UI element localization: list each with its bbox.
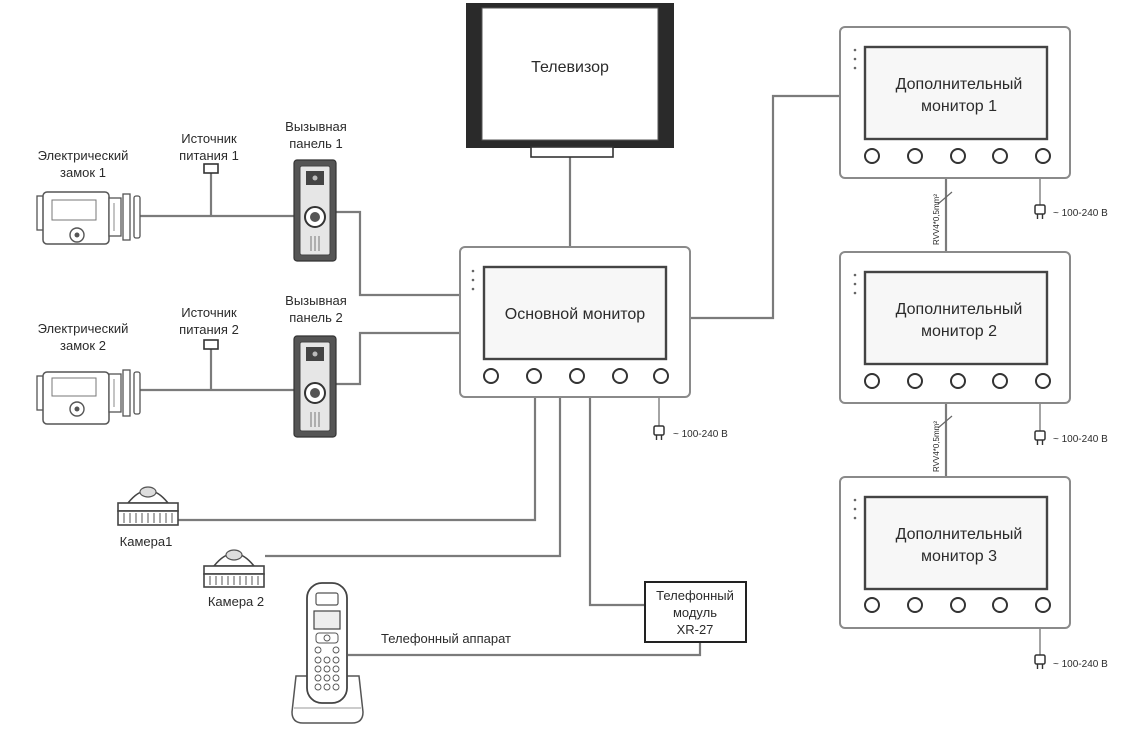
plug-icon — [653, 425, 665, 440]
camera-1-label: Камера1 — [120, 534, 173, 549]
main-monitor-label: Основной монитор — [505, 306, 646, 323]
lock-1-line2: замок 1 — [60, 165, 106, 180]
lock-2-line2: замок 2 — [60, 338, 106, 353]
plug-icon — [1034, 430, 1046, 445]
phone-module-line1: Телефонный — [656, 588, 734, 603]
phone-module: Телефонный модуль XR-27 — [644, 581, 747, 643]
plug-icon — [1034, 654, 1046, 669]
extra-monitor-3-line2: монитор 3 — [921, 548, 997, 565]
cable-label-1: RVV4*0,5mm² — [932, 194, 941, 245]
electric-lock-icon — [36, 191, 141, 245]
panel-2-line1: Вызывная — [285, 293, 347, 308]
psu-2-line2: питания 2 — [179, 322, 239, 337]
call-panel-icon — [293, 159, 337, 262]
cordless-phone-icon — [291, 582, 364, 724]
extra-monitor-2-line1: Дополнительный — [896, 301, 1023, 318]
extra-monitor-1-line1: Дополнительный — [896, 76, 1023, 93]
main-monitor-power-label: ~ 100-240 В — [673, 429, 728, 440]
camera-2-label: Камера 2 — [208, 594, 264, 609]
phone-module-line2: модуль — [673, 605, 717, 620]
lock-1-line1: Электрический — [38, 148, 129, 163]
phone-set-label: Телефонный аппарат — [381, 631, 511, 646]
electric-lock-icon — [36, 369, 141, 425]
dome-camera-icon — [203, 549, 265, 588]
psu-1-line1: Источник — [181, 131, 237, 146]
extra-monitor-1-line2: монитор 1 — [921, 98, 997, 115]
extra-monitor-2-line2: монитор 2 — [921, 323, 997, 340]
cable-label-2: RVV4*0,5mm² — [932, 421, 941, 472]
lock-2-line1: Электрический — [38, 321, 129, 336]
psu-1-line2: питания 1 — [179, 148, 239, 163]
main-monitor: Основной монитор — [459, 246, 691, 398]
phone-module-line3: XR-27 — [677, 622, 714, 637]
panel-2-line2: панель 2 — [289, 310, 342, 325]
extra-monitor-1-power-label: ~ 100-240 В — [1053, 208, 1108, 219]
extra-monitor-1: Дополнительный монитор 1 — [839, 26, 1071, 179]
psu-2-line1: Источник — [181, 305, 237, 320]
wiring — [140, 94, 1041, 657]
extra-monitor-3: Дополнительный монитор 3 — [839, 476, 1071, 629]
power-supply-icon — [203, 163, 219, 174]
call-panel-icon — [293, 335, 337, 438]
power-supply-icon — [203, 339, 219, 350]
panel-1-line1: Вызывная — [285, 119, 347, 134]
panel-1-line2: панель 1 — [289, 136, 342, 151]
tv: Телевизор — [466, 3, 674, 158]
extra-monitor-3-line1: Дополнительный — [896, 526, 1023, 543]
plug-icon — [1034, 204, 1046, 219]
dome-camera-icon — [117, 486, 179, 526]
extra-monitor-2-power-label: ~ 100-240 В — [1053, 434, 1108, 445]
extra-monitor-2: Дополнительный монитор 2 — [839, 251, 1071, 404]
tv-label: Телевизор — [531, 59, 609, 76]
extra-monitor-3-power-label: ~ 100-240 В — [1053, 659, 1108, 670]
